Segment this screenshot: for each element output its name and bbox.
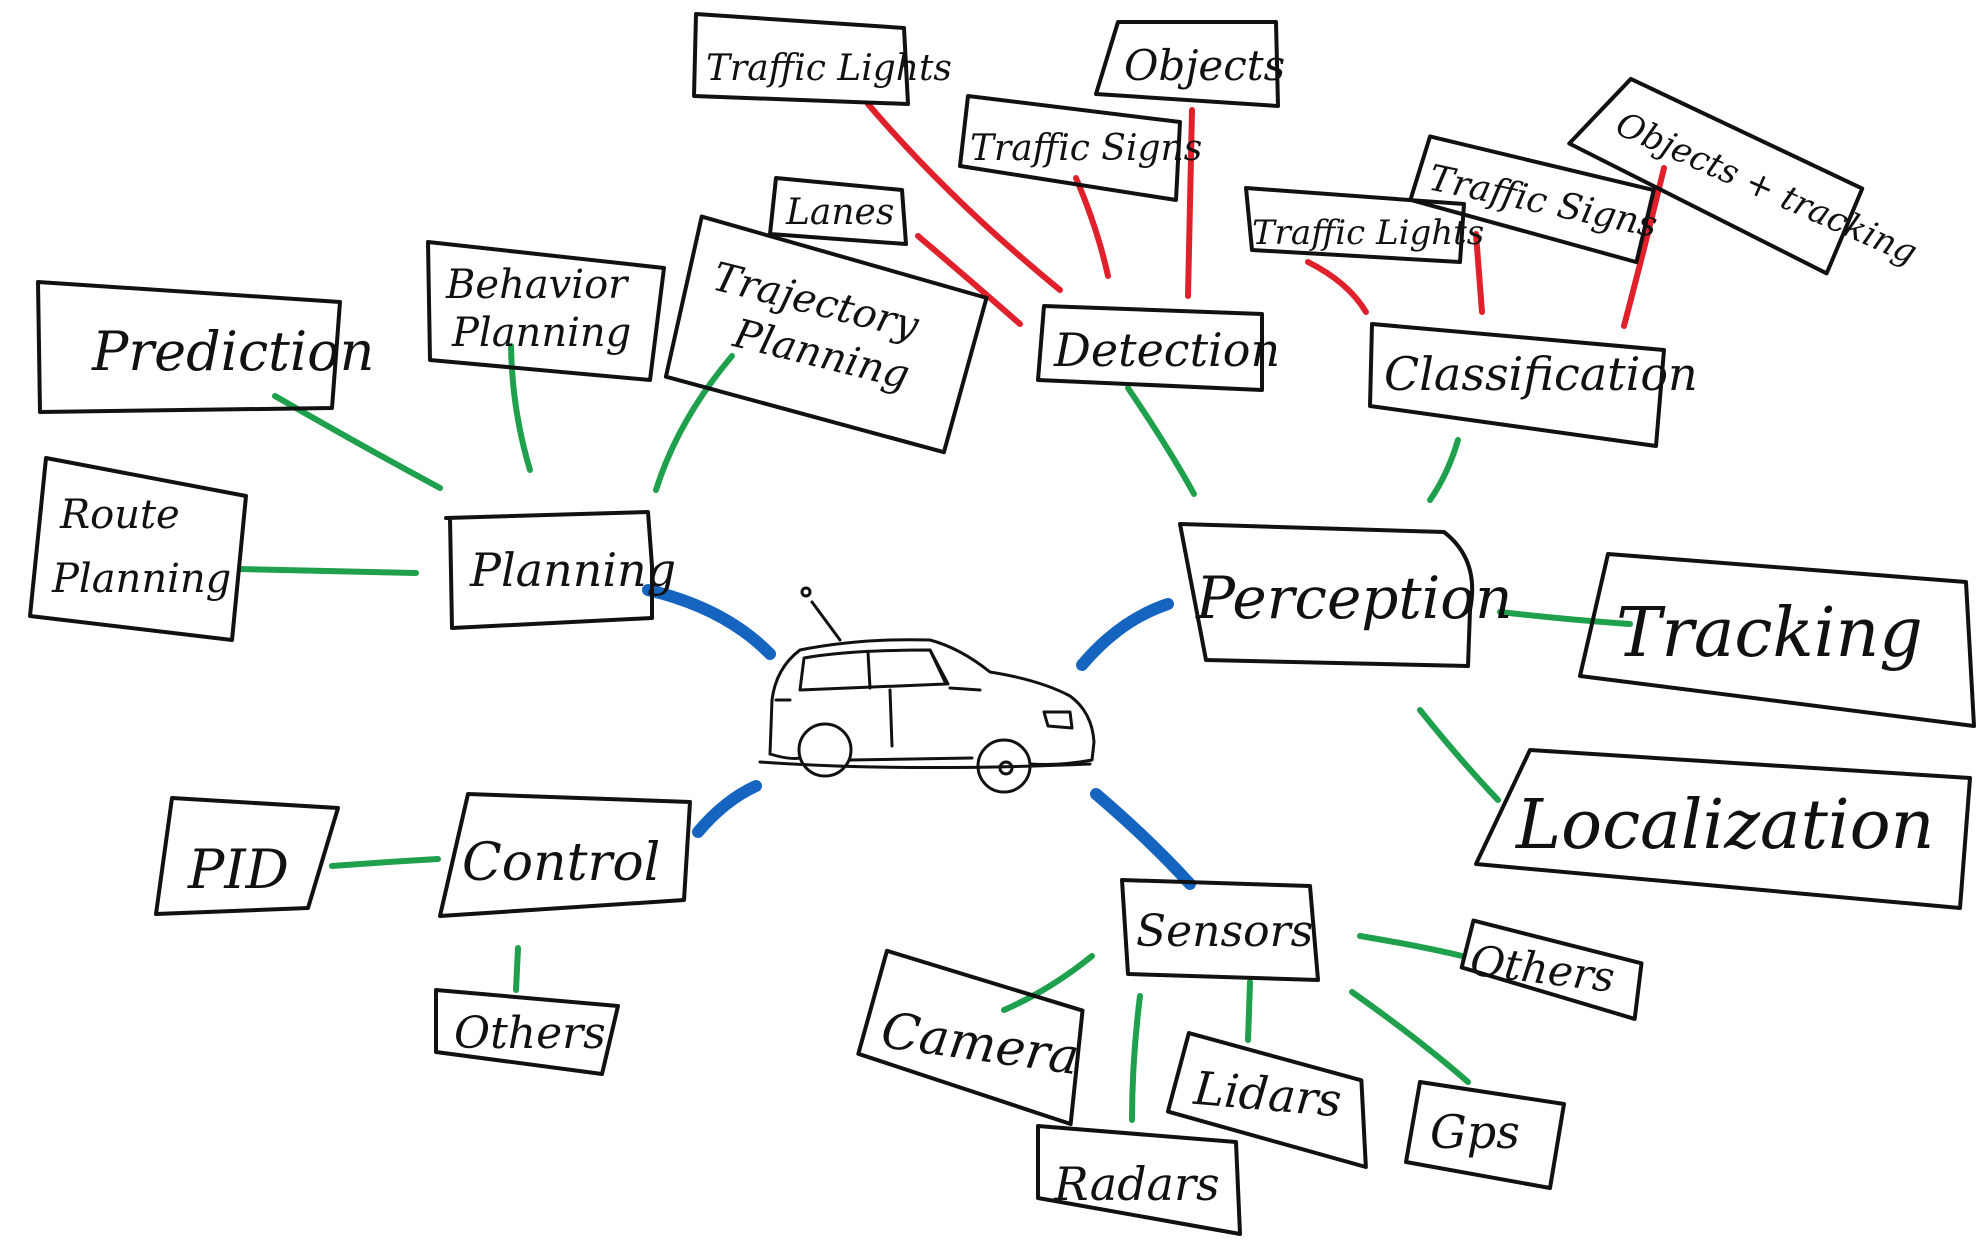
node-route-planning: Route Planning (28, 456, 248, 642)
node-control-label: Control (462, 833, 660, 893)
node-sensors: Sensors (1120, 878, 1320, 982)
node-det-traffic-lights-label: Traffic Lights (706, 48, 952, 89)
node-lanes: Lanes (768, 176, 908, 246)
link-control-car (692, 780, 762, 838)
node-pid-label: PID (187, 838, 289, 901)
link-classification-perception (1427, 437, 1461, 503)
link-trajectory-planning (653, 353, 735, 493)
sub-connections (237, 343, 1633, 1123)
node-prediction-label: Prediction (91, 320, 374, 383)
node-planning-label: Planning (469, 543, 676, 597)
link-sensors-car (1090, 788, 1196, 890)
link-perception-localization (1417, 707, 1501, 803)
node-lanes-label: Lanes (785, 192, 894, 233)
node-localization-label: Localization (1514, 786, 1934, 865)
link-sensors-gps (1349, 989, 1471, 1085)
node-det-objects: Objects (1094, 20, 1285, 108)
node-detection: Detection (1036, 304, 1280, 392)
node-det-traffic-signs: Traffic Signs (958, 94, 1202, 202)
node-tracking: Tracking (1578, 552, 1976, 728)
leaf-connections (865, 101, 1667, 329)
node-sensors-others: Others (1459, 918, 1644, 1021)
node-cls-traffic-lights: Traffic Lights (1244, 186, 1484, 264)
link-pid-control (329, 856, 441, 869)
node-lidars-label: Lidars (1191, 1061, 1344, 1128)
link-sensors-others (1357, 933, 1465, 959)
link-cls-objects (1621, 165, 1667, 329)
node-det-traffic-lights: Traffic Lights (692, 12, 952, 106)
node-det-traffic-signs-label: Traffic Signs (970, 128, 1202, 169)
node-pid: PID (154, 796, 340, 916)
node-detection-label: Detection (1053, 323, 1280, 377)
node-behavior-planning: Behavior Planning (426, 240, 666, 382)
node-camera-label: Camera (878, 1001, 1083, 1086)
node-classification: Classification (1368, 322, 1698, 448)
link-objects-detection (1185, 107, 1195, 299)
link-behavior-planning (508, 343, 533, 473)
node-behavior-label-1: Behavior (445, 262, 630, 308)
link-route-planning (237, 566, 419, 576)
link-sensors-camera (1001, 953, 1095, 1013)
node-lidars: Lidars (1165, 1031, 1368, 1170)
link-trafficsigns-detection (1073, 175, 1111, 279)
node-planning: Planning (444, 510, 676, 630)
node-cls-objects-tracking: Objects + tracking (1567, 76, 1923, 276)
link-cls-trafficsigns (1473, 231, 1485, 315)
node-control-others: Others (434, 988, 620, 1076)
node-sensors-label: Sensors (1136, 906, 1313, 957)
link-sensors-radars (1129, 993, 1143, 1123)
node-tracking-label: Tracking (1616, 594, 1923, 673)
node-control: Control (438, 792, 692, 918)
node-behavior-label-2: Planning (451, 310, 631, 356)
node-gps: Gps (1404, 1080, 1566, 1190)
node-prediction: Prediction (36, 280, 374, 414)
link-planning-car (642, 584, 776, 660)
node-sensors-others-label: Others (1468, 936, 1618, 1002)
link-perception-tracking (1497, 609, 1633, 627)
car-icon (758, 586, 1096, 794)
link-detection-perception (1125, 385, 1197, 497)
node-cls-traffic-lights-label: Traffic Lights (1252, 213, 1484, 253)
node-perception: Perception (1178, 522, 1513, 668)
node-camera: Camera (856, 948, 1085, 1127)
node-route-label-2: Planning (51, 556, 231, 602)
link-sensors-lidars (1245, 979, 1253, 1043)
node-radars-label: Radars (1053, 1157, 1220, 1211)
link-trafficlights-detection (865, 101, 1063, 293)
node-perception-label: Perception (1195, 564, 1513, 632)
node-classification-label: Classification (1384, 347, 1698, 401)
link-lanes-detection (915, 233, 1023, 327)
link-control-others (513, 945, 521, 993)
node-route-label-1: Route (59, 492, 180, 538)
link-perception-car (1076, 598, 1174, 671)
node-gps-label: Gps (1430, 1105, 1520, 1159)
node-control-others-label: Others (454, 1008, 606, 1059)
link-cls-trafficlights (1305, 259, 1369, 315)
node-localization: Localization (1474, 748, 1972, 910)
node-radars: Radars (1036, 1124, 1242, 1236)
node-det-objects-label: Objects (1124, 41, 1285, 90)
core-connections (642, 584, 1196, 890)
